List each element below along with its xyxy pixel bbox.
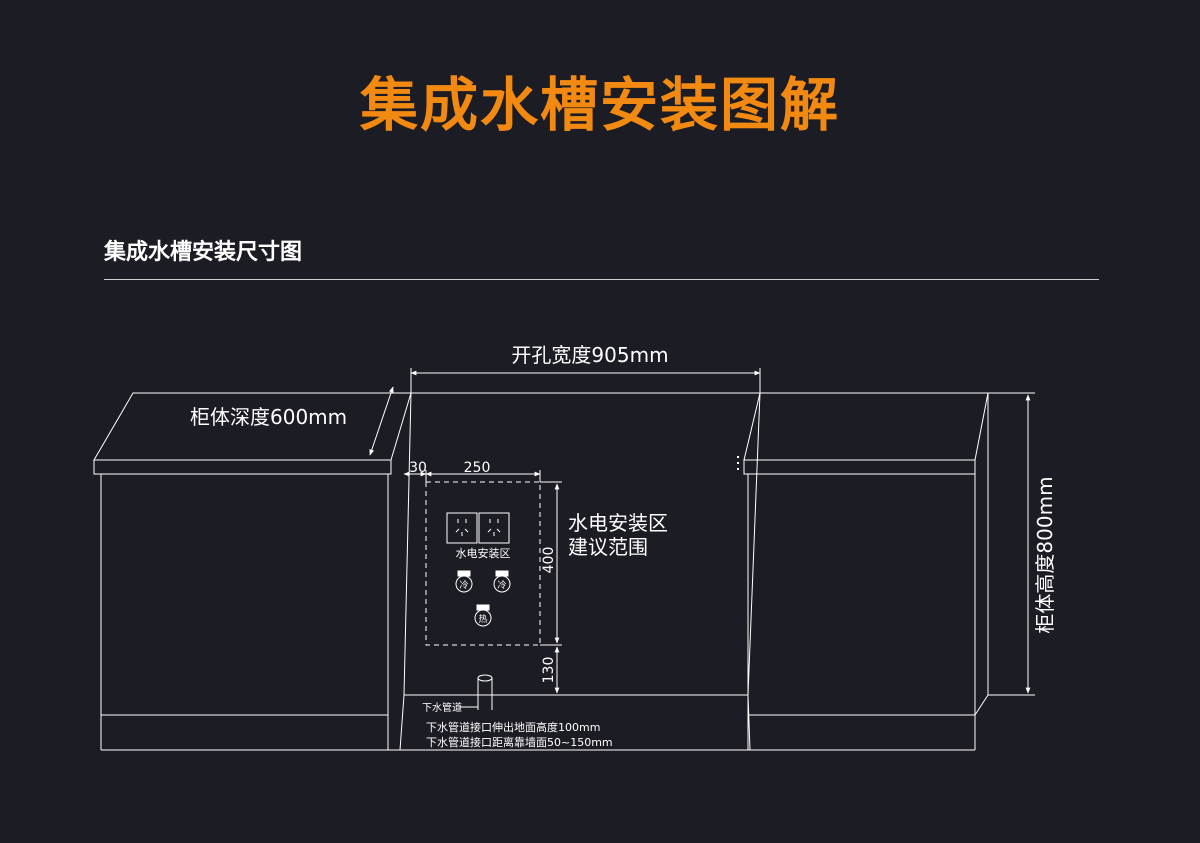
cabinet-height-label: 柜体高度800mm [1033, 476, 1057, 633]
dim-offsets [403, 470, 541, 482]
cabinet-depth-label: 柜体深度600mm [190, 405, 347, 429]
socket-panel-label: 水电安装区 [456, 546, 511, 560]
socket-left [446, 512, 478, 544]
opening-width-label: 开孔宽度905mm [511, 343, 668, 367]
zone-bottom-label: 130 [541, 657, 557, 684]
section-subtitle: 集成水槽安装尺寸图 [104, 240, 303, 265]
right-cabinet [743, 392, 989, 750]
cold-valve-left [455, 570, 473, 593]
page-title: 集成水槽安装图解 [359, 71, 840, 139]
socket-right [478, 512, 510, 544]
sink-cavity [399, 392, 761, 751]
drain-note2: 下水管道接口距离靠墙面50~150mm [426, 735, 613, 749]
left-cabinet [93, 392, 412, 750]
hot-valve [474, 604, 492, 627]
wall-marks [737, 456, 739, 470]
divider [104, 279, 1099, 280]
dim-cabinet-depth [369, 386, 394, 456]
drain-label: 下水管道 [422, 701, 462, 714]
offset-left-label: 30 [409, 460, 427, 476]
cold-valve-right [493, 570, 511, 593]
dim-cabinet-height [988, 392, 1035, 696]
zone-height-label: 400 [541, 547, 557, 574]
utility-zone [425, 481, 541, 646]
drain-pipe [458, 674, 493, 710]
zone-note-line1: 水电安装区 [568, 511, 668, 535]
cold-label-left: 冷 [459, 579, 468, 591]
zone-note-line2: 建议范围 [568, 535, 648, 559]
cold-label-right: 冷 [497, 579, 506, 591]
drain-note1: 下水管道接口伸出地面高度100mm [426, 720, 600, 734]
zone-width-label: 250 [464, 460, 491, 476]
dim-opening-width [410, 368, 761, 393]
dim-zone-height [540, 481, 562, 694]
hot-label: 热 [478, 613, 487, 625]
